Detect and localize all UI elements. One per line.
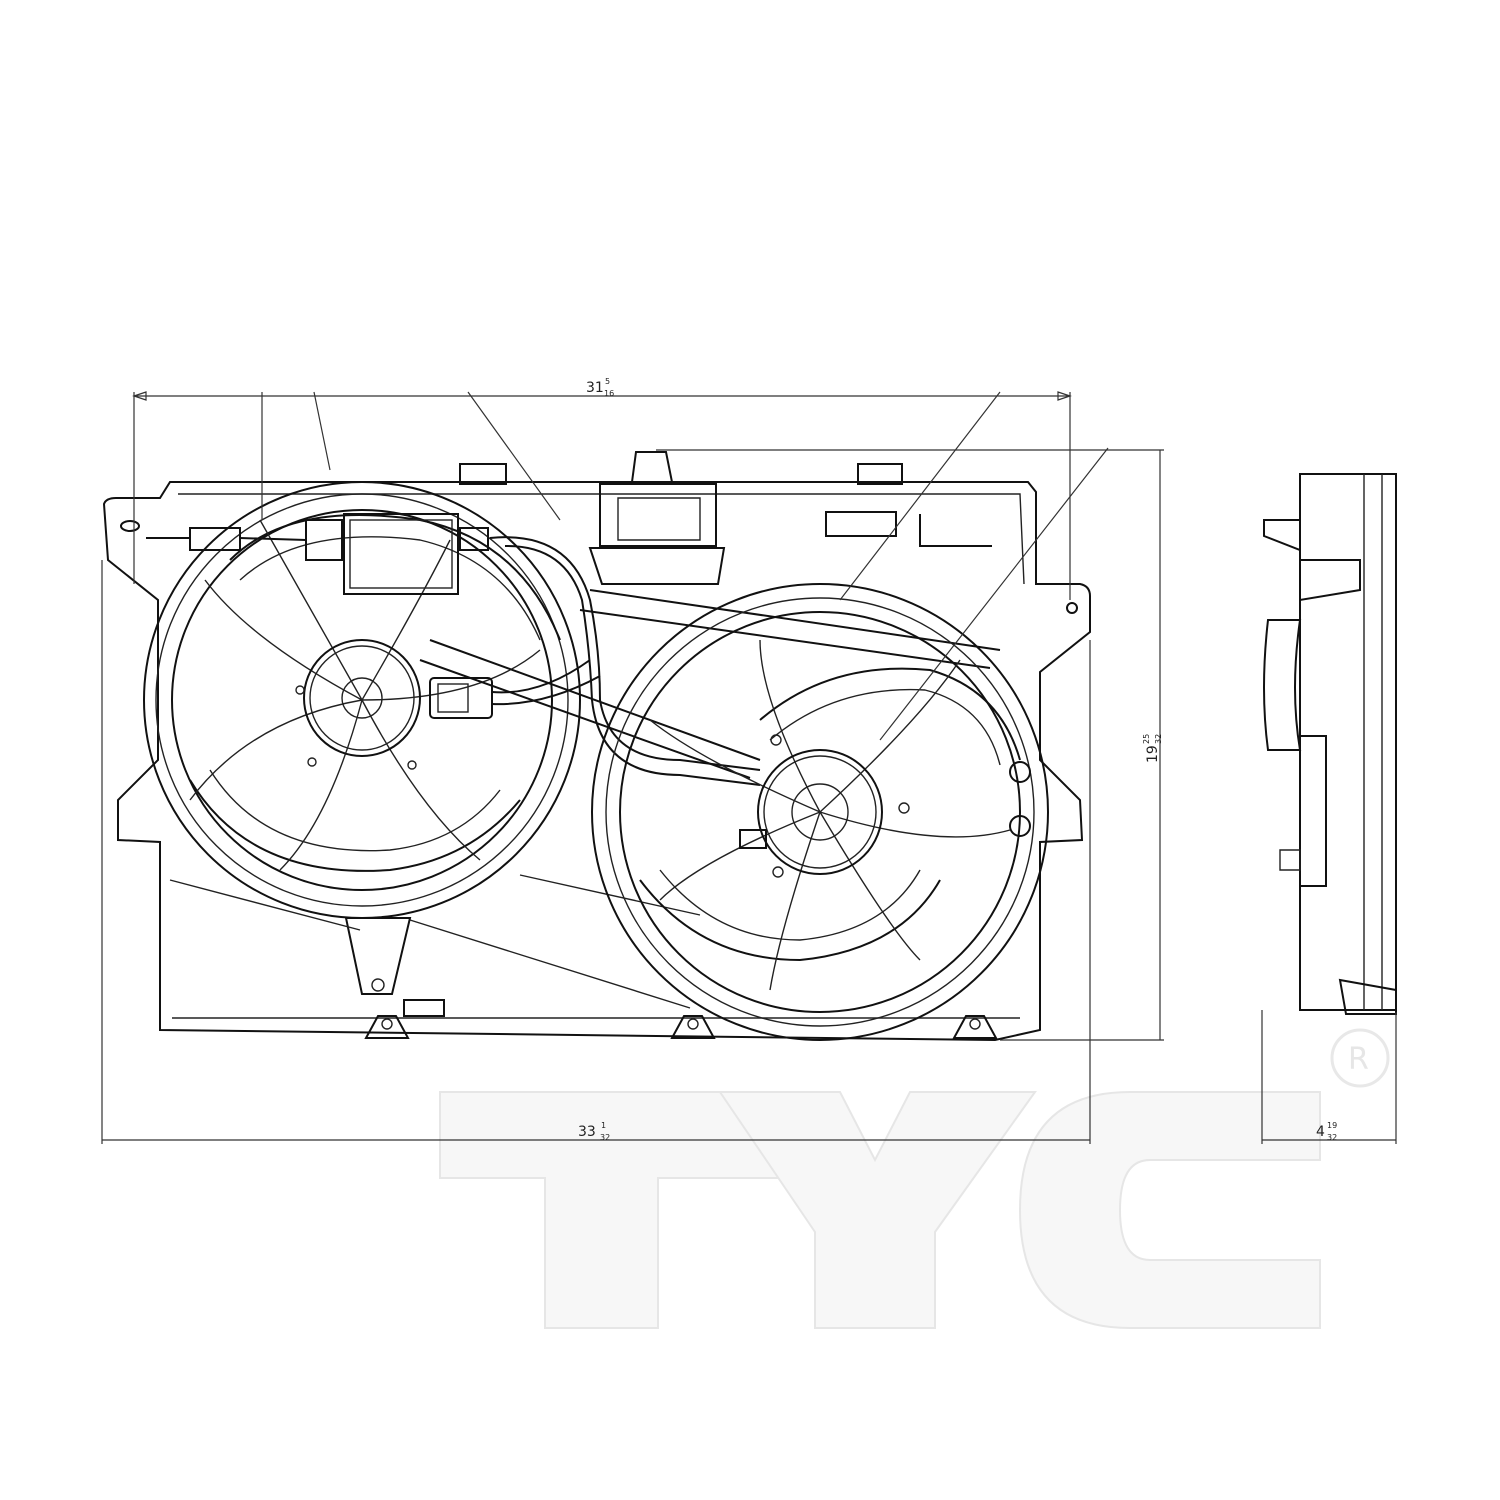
dim-top-width-num: 5 <box>605 377 610 386</box>
dim-height-whole: 19 <box>1145 745 1161 763</box>
dimension-height: 19 25 32 <box>656 449 1164 1041</box>
control-module <box>343 513 459 595</box>
right-motor-hub <box>757 749 883 875</box>
front-view <box>102 391 1109 1042</box>
top-mount-tab-right <box>857 463 903 485</box>
dim-height-den: 32 <box>1154 734 1163 744</box>
side-view <box>1263 473 1397 1015</box>
dim-top-width-whole: 31 <box>586 380 604 396</box>
bottom-clip-3 <box>952 1015 998 1039</box>
dim-depth-whole: 4 <box>1316 1124 1325 1140</box>
center-block <box>599 483 717 547</box>
top-mount-tab-left <box>459 463 507 485</box>
dim-depth-num: 19 <box>1327 1121 1337 1130</box>
slot-window <box>825 511 897 537</box>
tyc-watermark-logo: R <box>439 1028 1390 1329</box>
shroud-outline <box>102 481 1091 1042</box>
dim-overall-width-whole: 33 <box>578 1124 596 1140</box>
dimension-top-width: 31 5 16 <box>132 377 1072 600</box>
registered-mark: R <box>1348 1042 1369 1077</box>
bottom-clip-1 <box>364 1015 410 1039</box>
dim-height-num: 25 <box>1142 734 1151 744</box>
left-motor-connector <box>429 677 493 719</box>
bottom-clip-2 <box>670 1015 716 1039</box>
left-motor-hub <box>303 639 421 757</box>
registered-mark-icon <box>1330 1028 1390 1088</box>
dim-overall-width-num: 1 <box>601 1121 606 1130</box>
right-fan <box>591 583 1049 1041</box>
dim-depth-den: 32 <box>1327 1133 1337 1142</box>
top-connector-tab <box>630 451 674 483</box>
dimension-depth: 4 19 32 <box>1261 1010 1397 1144</box>
dim-top-width-den: 16 <box>604 389 614 398</box>
dimension-overall-width: 33 1 32 <box>101 560 1091 1144</box>
dim-overall-width-den: 32 <box>600 1133 610 1142</box>
side-motor-block <box>1299 735 1327 887</box>
